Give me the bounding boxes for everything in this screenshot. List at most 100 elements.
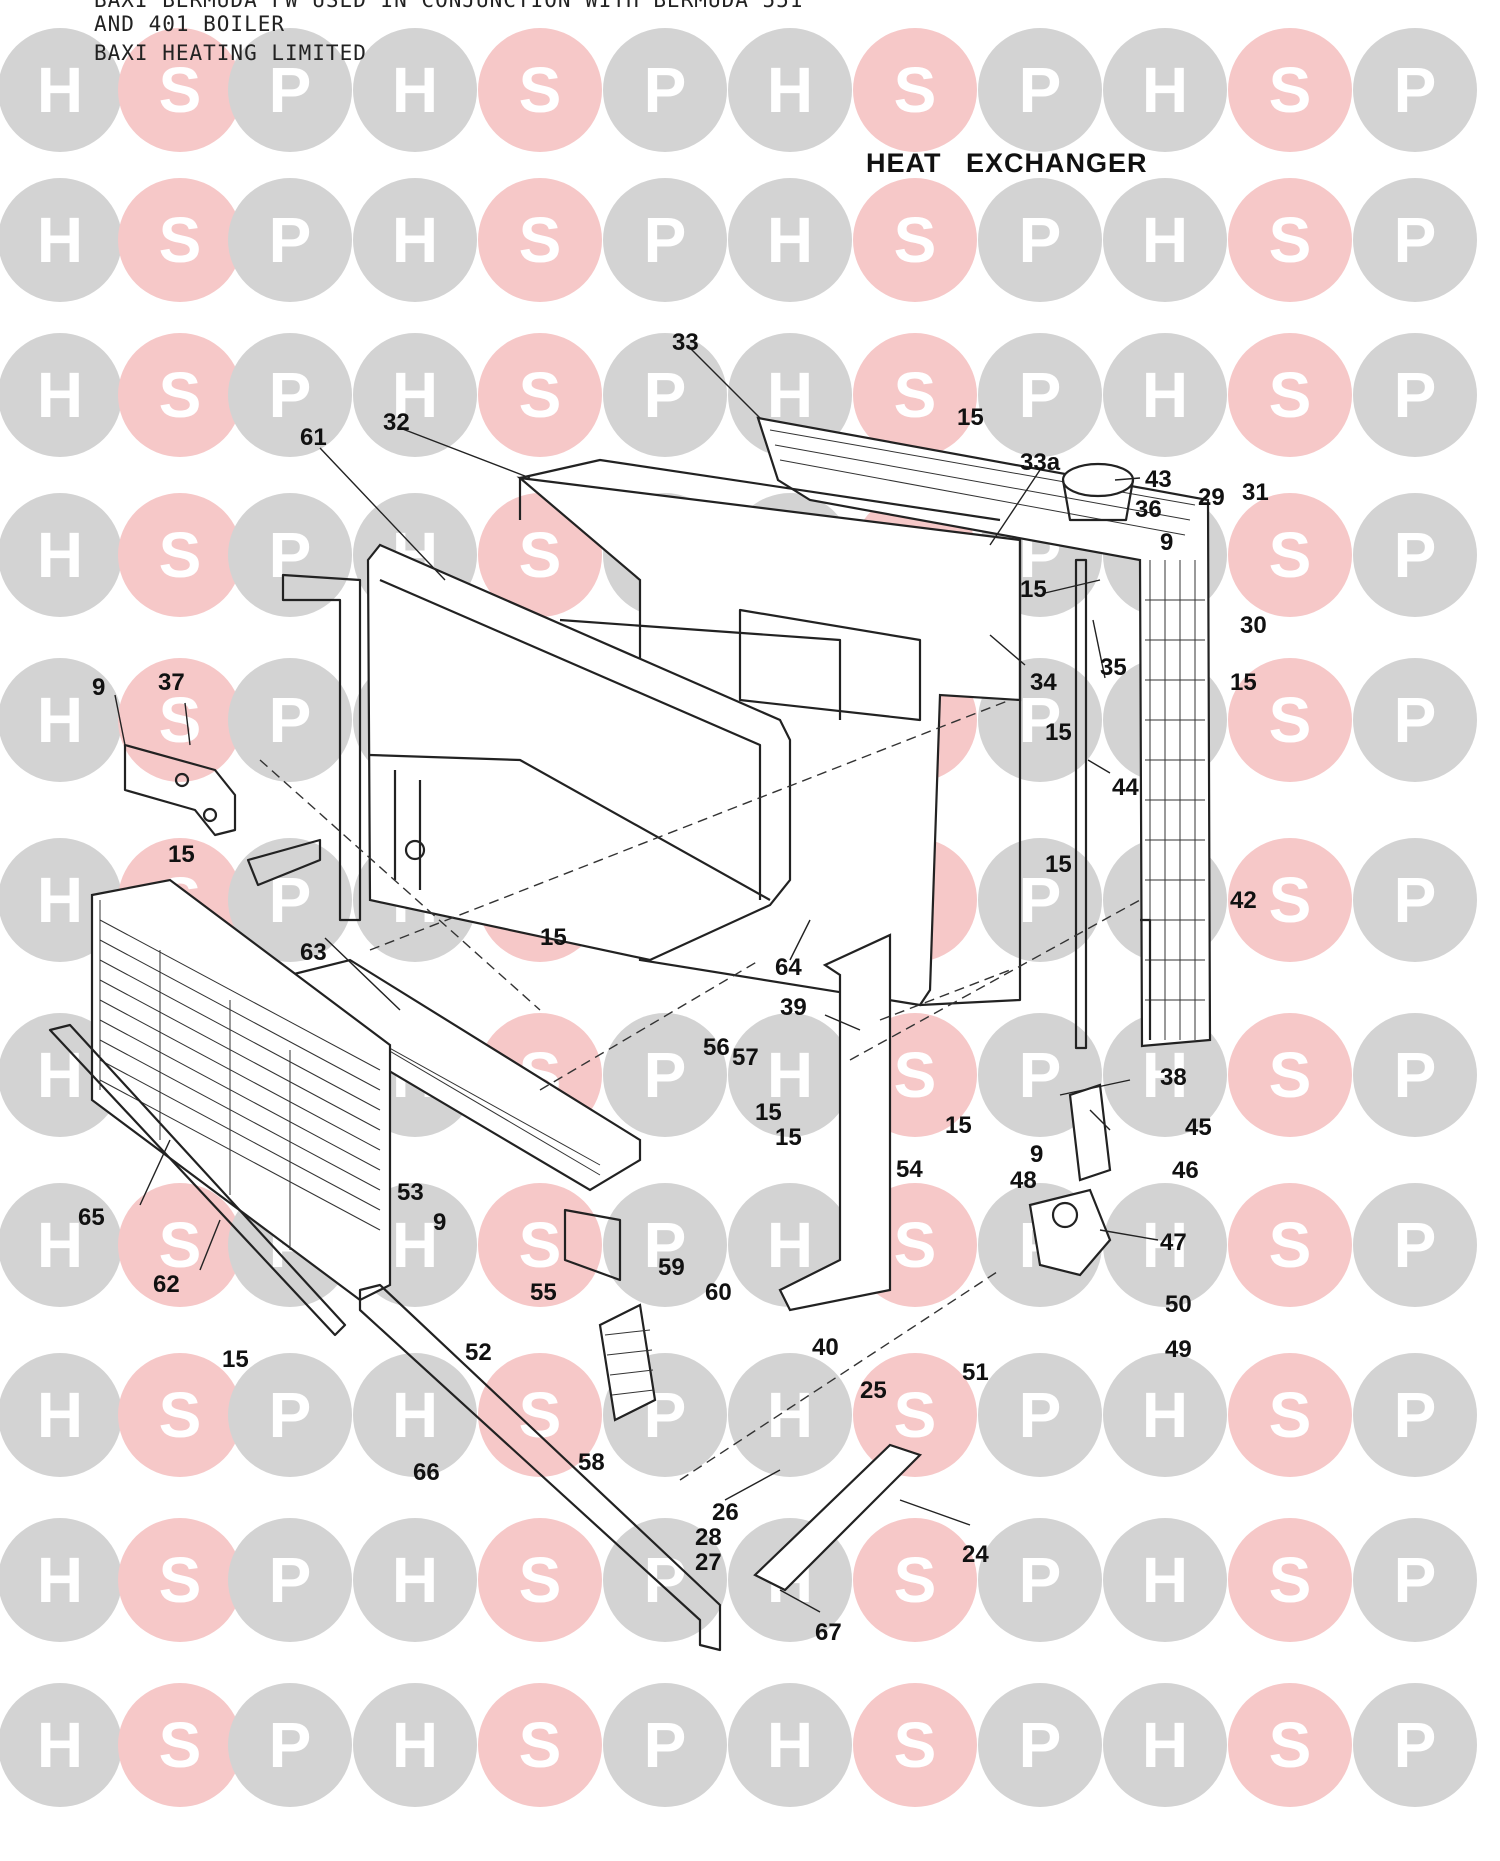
watermark-circle [1353,178,1477,302]
watermark-circle [1103,1013,1227,1137]
watermark-letter: P [1019,1709,1062,1781]
watermark-letter: H [392,54,438,126]
watermark-circle [853,178,977,302]
watermark-letter: P [269,864,312,936]
watermark-circle [0,1183,122,1307]
part-callout: 35 [1100,654,1127,681]
watermark-circle [228,658,352,782]
watermark-circle [118,1518,242,1642]
watermark-circle [853,28,977,152]
watermark-letter: H [1142,1544,1188,1616]
watermark-letter: P [644,1209,687,1281]
watermark-circle [228,1518,352,1642]
watermark-circle [0,1683,122,1807]
mesh-filter [598,1303,657,1422]
watermark-circle [1353,493,1477,617]
part-callout: 38 [1160,1064,1187,1091]
watermark-letter: P [269,54,312,126]
watermark-letter: P [269,519,312,591]
watermark-letter: S [1269,684,1312,756]
part-callout: 28 [695,1524,722,1551]
watermark-circle [228,838,352,962]
watermark-circle [353,28,477,152]
watermark-circle [603,28,727,152]
watermark-circle [1353,28,1477,152]
watermark-circle [1353,1518,1477,1642]
watermark-circle [728,178,852,302]
header-line-1: BAXI BERMUDA FW USED IN CONJUNCTION WITH… [94,0,804,12]
watermark-circle [1103,1183,1227,1307]
watermark-circle [118,493,242,617]
part-callout: 9 [92,674,105,701]
watermark-circle [1228,1183,1352,1307]
part-callout: 56 [703,1034,730,1061]
watermark-circle [1228,333,1352,457]
watermark-letter: P [1394,359,1437,431]
part-callout: 15 [1230,669,1257,696]
watermark-letter: P [1019,359,1062,431]
part-callout: 33a [1020,449,1061,476]
watermark-letter: H [767,1039,813,1111]
watermark-letter: S [159,519,202,591]
part-callout: 45 [1185,1114,1212,1141]
watermark-circle [1353,658,1477,782]
watermark-circle [728,333,852,457]
watermark-letter: S [1269,864,1312,936]
watermark-circle [978,178,1102,302]
watermark-letter: P [269,359,312,431]
watermark-circle [1103,333,1227,457]
watermark-circle [1103,178,1227,302]
watermark-circle [118,28,242,152]
watermark-circle [853,333,977,457]
part-callout: 15 [755,1099,782,1126]
watermark-letter: H [37,54,83,126]
watermark-letter: H [767,204,813,276]
watermark-circle [228,28,352,152]
parts-drawing [48,347,1212,1652]
watermark-circle [118,1353,242,1477]
watermark-circle [1228,1683,1352,1807]
part-callout: 27 [695,1549,722,1576]
watermark-circle [978,1353,1102,1477]
watermark-letter: H [37,1039,83,1111]
watermark-letter: H [37,684,83,756]
watermark-letter: S [1269,359,1312,431]
watermark-circle [0,658,122,782]
watermark-circle [1228,28,1352,152]
part-callout: 15 [957,404,984,431]
watermark-circle [478,1183,602,1307]
watermark-circle [603,1683,727,1807]
watermark-letter: S [1269,1544,1312,1616]
watermark-letter: S [159,1209,202,1281]
watermark-letter: S [894,1709,937,1781]
watermark-letter: H [767,54,813,126]
watermark-circle [228,178,352,302]
watermark-letter: S [1269,519,1312,591]
watermark-letter: S [519,1209,562,1281]
watermark-letter: S [1269,1709,1312,1781]
watermark-circle [1228,178,1352,302]
watermark-circle [353,333,477,457]
part-callout: 61 [300,424,327,451]
watermark-letter: P [1019,1544,1062,1616]
part-callout: 15 [775,1124,802,1151]
watermark-circle [1103,1518,1227,1642]
watermark-letter: S [894,359,937,431]
watermark-letter: H [37,204,83,276]
watermark-letter: P [1394,519,1437,591]
watermark-letter: P [1394,204,1437,276]
watermark-circle [118,1183,242,1307]
watermark-circle [478,493,602,617]
left-bracket [123,743,237,837]
watermark-circle [118,178,242,302]
watermark-letter: H [392,359,438,431]
watermark-circle [728,1013,852,1137]
header-line-2: AND 401 BOILER [94,12,286,36]
watermark-letter: S [519,1709,562,1781]
watermark-letter: H [37,359,83,431]
watermark-letter: H [392,1709,438,1781]
watermark-circle [853,1353,977,1477]
watermark-circle [1103,1683,1227,1807]
watermark-letter: S [894,54,937,126]
